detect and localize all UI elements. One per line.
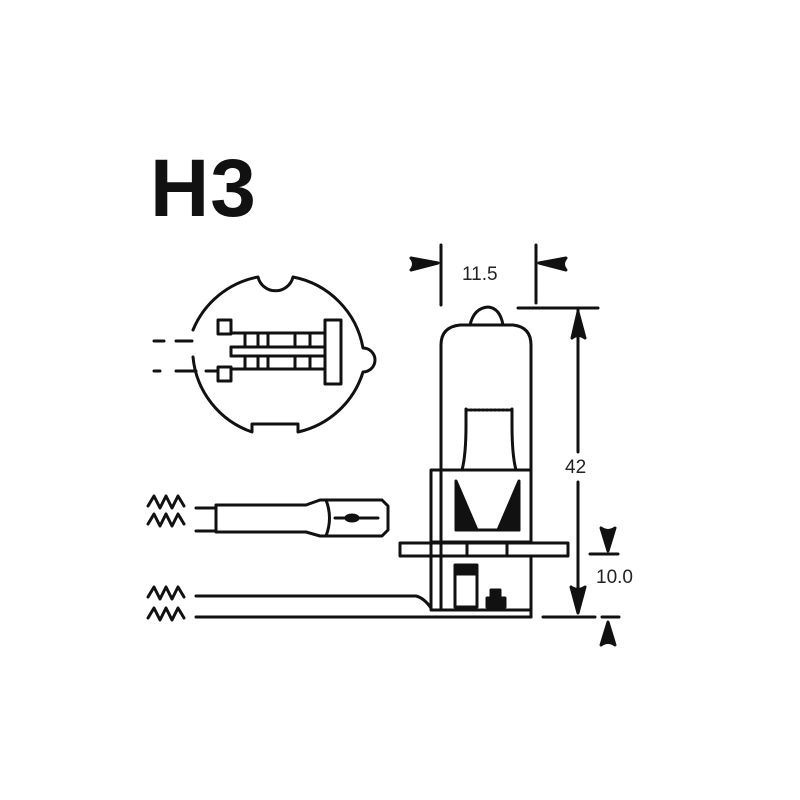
dimension-width [409,243,568,307]
width-dimension-label: 11.5 [462,264,498,285]
ground-lead-wire [146,585,533,622]
dimension-height [516,306,600,619]
top-view-socket [152,275,377,434]
dimension-base [588,526,621,647]
diagram-title: H3 [150,143,257,234]
height-dimension-label: 42 [565,457,586,478]
side-view-bulb [398,305,570,612]
base-dimension-label: 10.0 [596,567,633,588]
lead-wire-with-connector [146,494,390,538]
